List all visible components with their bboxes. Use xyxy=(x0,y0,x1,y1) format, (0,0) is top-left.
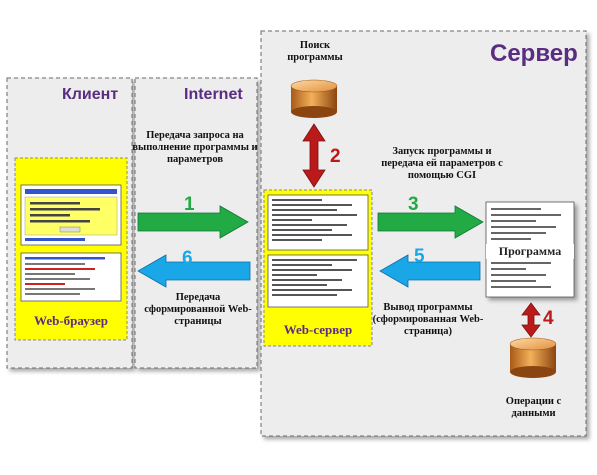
step-6-number: 6 xyxy=(182,248,193,269)
step-3-label: Запуск программы и передача ей параметро… xyxy=(381,146,503,181)
arrow-1-request xyxy=(137,205,249,239)
server-page-top xyxy=(267,194,369,251)
search-program-label: Поиск программы xyxy=(287,40,343,63)
browser-page-bottom xyxy=(20,252,122,302)
step-5-number: 5 xyxy=(414,246,425,267)
data-database-icon xyxy=(509,337,557,378)
step-2-number: 2 xyxy=(330,146,341,167)
arrow-6-response xyxy=(137,254,251,288)
step-5-label: Вывод программы (сформированная Web-стра… xyxy=(372,302,484,337)
step-6-label: Передача сформированной Web-страницы xyxy=(144,292,252,327)
arrow-4-data xyxy=(521,302,541,338)
arrow-3-launch xyxy=(377,205,484,239)
step-1-number: 1 xyxy=(184,194,195,215)
data-operations-label: Операции с данными xyxy=(505,396,562,419)
internet-title: Internet xyxy=(184,86,243,103)
step-4-number: 4 xyxy=(543,308,554,329)
client-title: Клиент xyxy=(62,86,119,103)
arrow-5-output xyxy=(379,254,481,288)
web-server-label: Web-сервер xyxy=(283,322,353,337)
step-1-label: Передача запроса на выполнение программы… xyxy=(132,130,258,165)
arrow-2-search xyxy=(302,123,326,188)
search-database-icon xyxy=(290,79,338,118)
browser-page-top xyxy=(20,184,122,246)
step-3-number: 3 xyxy=(408,194,419,215)
server-page-bottom xyxy=(267,254,369,308)
server-title: Сервер xyxy=(490,40,578,67)
web-browser-label: Web-браузер xyxy=(34,313,108,328)
web-browser-box xyxy=(14,157,128,341)
program-label: Программа xyxy=(486,244,574,259)
web-server-box xyxy=(263,189,373,347)
